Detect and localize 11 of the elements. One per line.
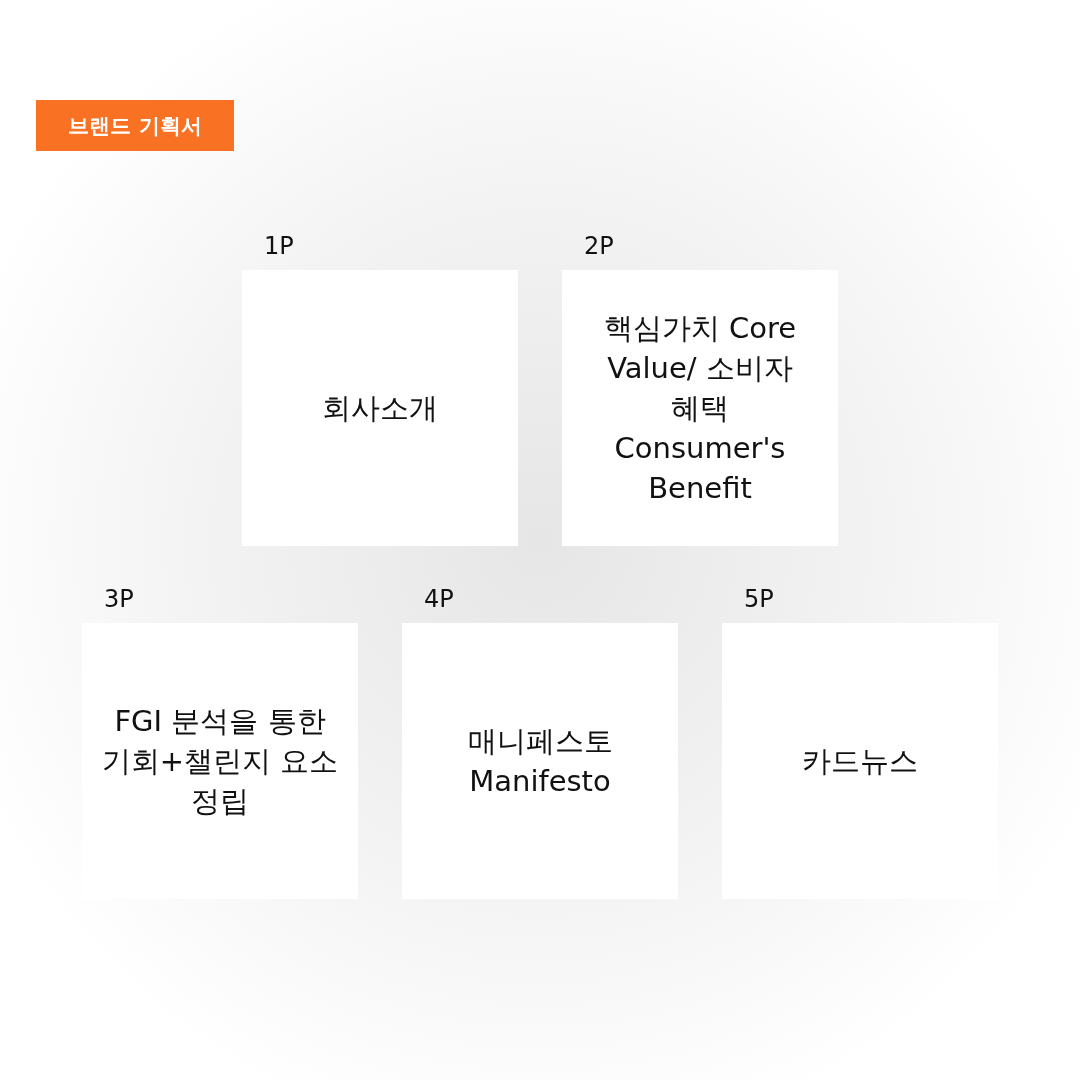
page-topic: 매니페스토 Manifesto [466, 723, 614, 800]
title-banner: 브랜드 기획서 [36, 100, 234, 151]
page-number: 3P [104, 585, 134, 613]
page-topic: 핵심가치 Core Value/ 소비자 혜택 Consumer's Benefit [602, 309, 798, 507]
page-number: 4P [424, 585, 454, 613]
page-topic: FGI 분석을 통한 기회+챌린지 요소 정립 [100, 702, 340, 820]
page-topic: 회사소개 [322, 390, 438, 427]
page-number: 1P [264, 232, 294, 260]
page-topic: 카드뉴스 [802, 743, 918, 780]
page-number: 5P [744, 585, 774, 613]
page-number: 2P [584, 232, 614, 260]
